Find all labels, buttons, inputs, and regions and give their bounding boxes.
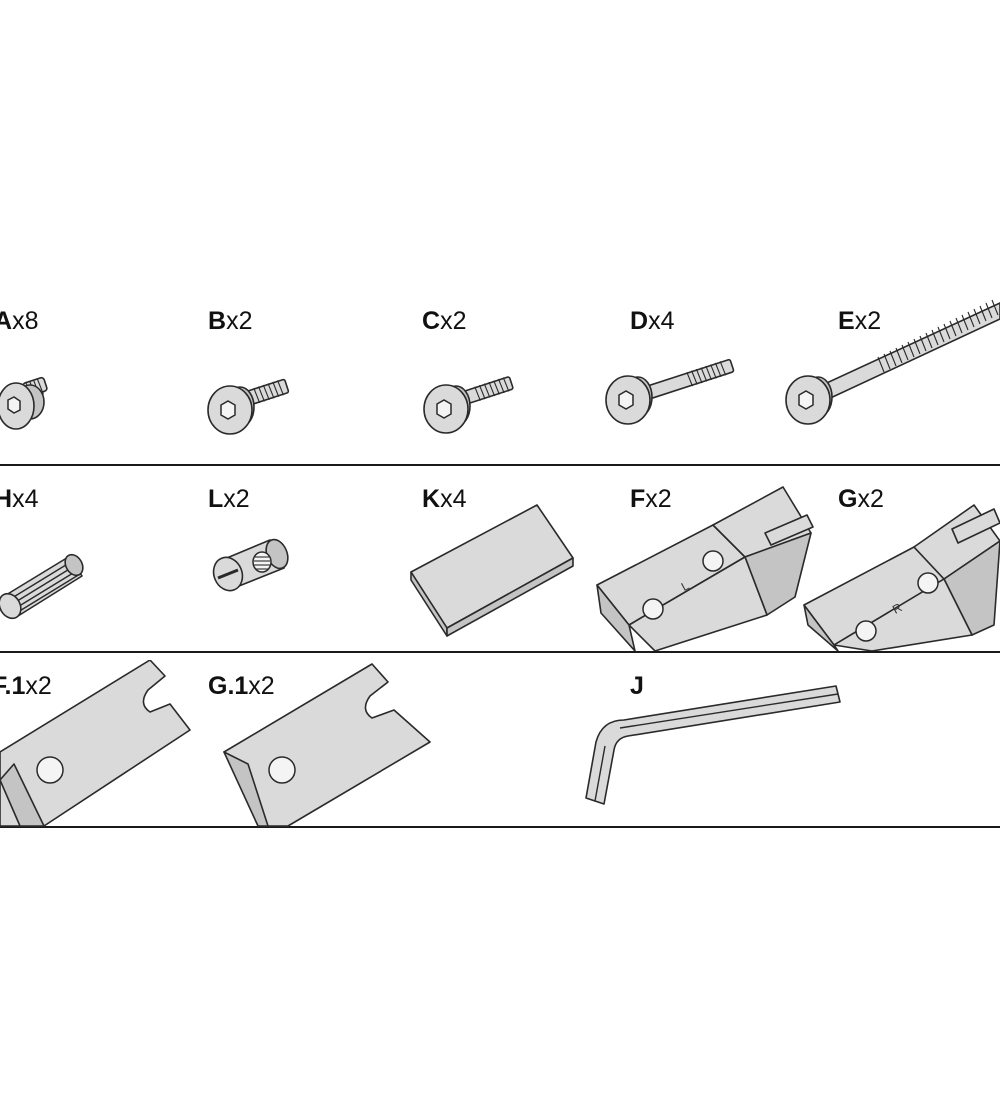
bracket-g-image: R xyxy=(803,504,1000,651)
hex-key-j-image xyxy=(585,685,841,805)
label-part-f1: F.1x2 xyxy=(0,672,52,700)
label-part-g: Gx2 xyxy=(838,485,884,513)
label-part-h: Hx4 xyxy=(0,485,39,513)
bolt-d-image xyxy=(605,358,735,425)
label-part-d: Dx4 xyxy=(630,307,675,335)
bracket-f-image: L xyxy=(596,486,814,651)
bolt-c-image xyxy=(423,376,514,434)
label-part-j: J xyxy=(630,672,644,700)
row-divider-2 xyxy=(0,651,1000,653)
label-part-a: Ax8 xyxy=(0,307,39,335)
pad-k-image xyxy=(410,504,574,637)
row-divider-1 xyxy=(0,464,1000,466)
label-part-k: Kx4 xyxy=(422,485,467,513)
bolt-a-image xyxy=(0,376,48,430)
row-divider-3 xyxy=(0,826,1000,828)
label-part-b: Bx2 xyxy=(208,307,253,335)
barrel-nut-l-image xyxy=(212,538,289,592)
plate-f1-image xyxy=(0,660,191,827)
bolt-b-image xyxy=(207,378,290,435)
label-part-f: Fx2 xyxy=(630,485,672,513)
label-part-g1: G.1x2 xyxy=(208,672,275,700)
bolt-e-image xyxy=(785,299,1000,425)
dowel-h-image xyxy=(0,553,84,620)
label-part-l: Lx2 xyxy=(208,485,250,513)
label-part-e: Ex2 xyxy=(838,307,882,335)
plate-g1-image xyxy=(223,663,431,827)
label-part-c: Cx2 xyxy=(422,307,467,335)
